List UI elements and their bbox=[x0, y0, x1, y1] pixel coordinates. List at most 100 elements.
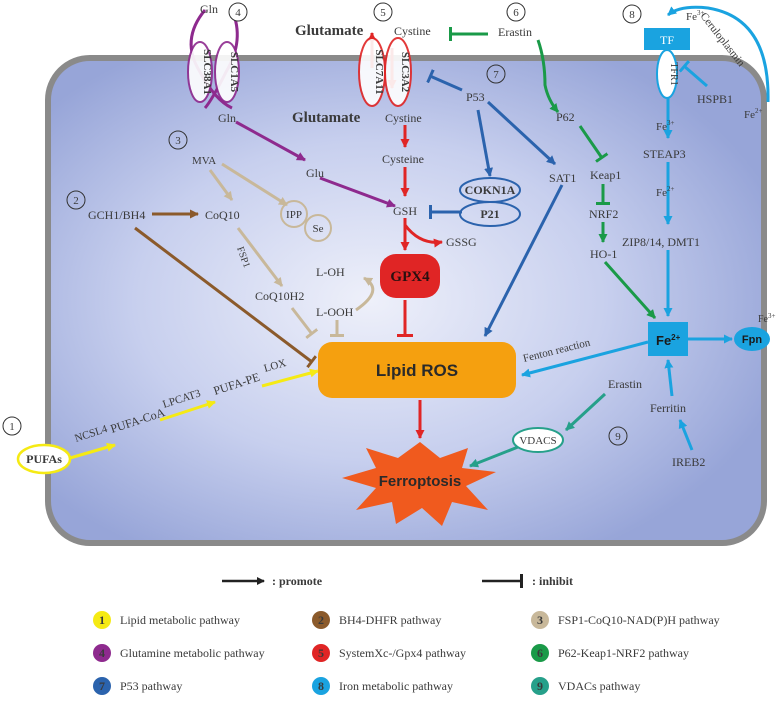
legend-label: SystemXc-/Gpx4 pathway bbox=[339, 646, 466, 660]
svg-text:6: 6 bbox=[513, 7, 519, 19]
legend-number: 2 bbox=[318, 613, 324, 627]
arrow-pufas-pufacoa bbox=[69, 442, 116, 460]
legend-swatch bbox=[312, 611, 330, 629]
erastin-bottom-label: Erastin bbox=[608, 377, 642, 391]
se-label: Se bbox=[313, 223, 324, 235]
p53-label: P53 bbox=[466, 90, 485, 104]
svg-text:5: 5 bbox=[380, 7, 386, 19]
cdkn1a-p21-box: COKN1A P21 bbox=[459, 177, 521, 227]
lipid-ros-label: Lipid ROS bbox=[376, 361, 458, 380]
arrow-ferritin-fe2box bbox=[664, 359, 674, 397]
ipp-se-group: IPP Se bbox=[280, 200, 332, 242]
fe2-right-label: Fe2+ bbox=[744, 107, 763, 121]
fpn-label: Fpn bbox=[742, 334, 762, 346]
legend-number: 1 bbox=[99, 613, 105, 627]
erastin-top-label: Erastin bbox=[498, 25, 532, 39]
lipid-ros-box bbox=[318, 342, 516, 398]
legend-swatch bbox=[531, 677, 549, 695]
tfr1-label: TFR1 bbox=[668, 62, 679, 85]
legend-item: 2 BH4-DHFR pathway bbox=[312, 611, 441, 629]
cystine-in-label: Cystine bbox=[385, 111, 422, 125]
slc1a5-label: SLC1A5 bbox=[228, 52, 240, 93]
loh-label: L-OH bbox=[316, 265, 345, 279]
svg-text:3: 3 bbox=[175, 135, 181, 147]
ipp-label: IPP bbox=[286, 209, 302, 221]
gln-in-label: Gln bbox=[218, 111, 236, 125]
keap1-label: Keap1 bbox=[590, 168, 621, 182]
ferritin-label: Ferritin bbox=[650, 401, 686, 415]
legend-item: 6 P62-Keap1-NRF2 pathway bbox=[531, 644, 689, 662]
fe2-box-label: Fe2+ bbox=[656, 333, 681, 348]
arrow-p53-cdkn1a bbox=[476, 109, 493, 177]
arrow-gsh-gssg bbox=[403, 224, 443, 248]
pathway-number-6: 6 bbox=[506, 2, 526, 22]
arrow-mva-coq10 bbox=[208, 169, 234, 201]
arrow-pufape-lipidros bbox=[261, 368, 319, 388]
inhibit-coq10h2-lipidros bbox=[290, 307, 319, 340]
p21-label: P21 bbox=[480, 207, 499, 221]
arrow-ceruloplasmin bbox=[667, 5, 770, 103]
legend-swatch bbox=[93, 677, 111, 695]
arrow-ireb2-ferritin bbox=[678, 419, 694, 451]
fe3-top-label: Fe3+ bbox=[686, 9, 705, 23]
nrf2-label: NRF2 bbox=[589, 207, 618, 221]
arrow-vdacs-ferroptosis bbox=[469, 445, 519, 468]
legend-swatch bbox=[531, 644, 549, 662]
vdacs-ellipse bbox=[512, 427, 564, 453]
glu-label: Glu bbox=[306, 166, 324, 180]
legend-inhibit-label: : inhibit bbox=[532, 574, 573, 588]
pathway-number-9: 9 bbox=[608, 426, 628, 446]
pathway-number-7: 7 bbox=[486, 64, 506, 84]
inhibit-p62-keap1 bbox=[578, 125, 609, 163]
pathway-number-4: 4 bbox=[228, 2, 248, 22]
fe2-box bbox=[648, 322, 688, 356]
legend-label: BH4-DHFR pathway bbox=[339, 613, 441, 627]
coq10-label: CoQ10 bbox=[205, 208, 240, 222]
tf-label: TF bbox=[660, 33, 674, 47]
ferroptosis-label: Ferroptosis bbox=[379, 473, 462, 490]
inhibit-p53-slc7a11 bbox=[426, 69, 463, 92]
legend-label: P62-Keap1-NRF2 pathway bbox=[558, 646, 689, 660]
slc3a2-label: SLC3A2 bbox=[399, 52, 411, 93]
gch1-label: GCH1/BH4 bbox=[88, 208, 145, 222]
legend-item: 4 Glutamine metabolic pathway bbox=[93, 644, 265, 662]
arrow-looh-loh bbox=[355, 276, 375, 312]
gssg-label: GSSG bbox=[446, 235, 477, 249]
legend-number: 6 bbox=[537, 646, 543, 660]
hspb1-label: HSPB1 bbox=[697, 92, 733, 106]
legend-label: Glutamine metabolic pathway bbox=[120, 646, 265, 660]
p62-label: P62 bbox=[556, 110, 575, 124]
slc38a1-label: SLC38A1 bbox=[201, 49, 213, 95]
svg-text:4: 4 bbox=[235, 7, 241, 19]
vdacs-label: VDACS bbox=[519, 435, 556, 447]
arrow-erastin-p62 bbox=[536, 39, 560, 113]
arrow-p53-sat1 bbox=[486, 100, 557, 166]
pathway-number-1: 1 bbox=[2, 416, 22, 436]
inhibit-hspb1-tfr1 bbox=[678, 60, 708, 88]
legend-number: 4 bbox=[99, 646, 105, 660]
svg-text:9: 9 bbox=[615, 431, 621, 443]
legend-number: 7 bbox=[99, 679, 105, 693]
pathway-number-8: 8 bbox=[622, 4, 642, 24]
zip-label: ZIP8/14, DMT1 bbox=[622, 235, 700, 249]
inhibit-gch1-lipidros bbox=[134, 226, 318, 369]
legend-label: FSP1-CoQ10-NAD(P)H pathway bbox=[558, 613, 720, 627]
fpn-ellipse bbox=[734, 327, 770, 351]
legend-item: 5 SystemXc-/Gpx4 pathway bbox=[312, 644, 466, 662]
cysteine-label: Cysteine bbox=[382, 152, 424, 166]
legend-swatch bbox=[93, 611, 111, 629]
transporter-tf-tfr1: TF TFR1 bbox=[644, 28, 690, 99]
ferroptosis-burst bbox=[342, 442, 496, 526]
legend-number: 5 bbox=[318, 646, 324, 660]
legend-label: VDACs pathway bbox=[558, 679, 640, 693]
legend-label: Lipid metabolic pathway bbox=[120, 613, 240, 627]
arrow-fe2box-lipidros bbox=[521, 340, 649, 378]
gsh-label: GSH bbox=[393, 204, 417, 218]
arrow-coq10-coq10h2 bbox=[236, 227, 284, 287]
slc7a11-label: SLC7A11 bbox=[373, 49, 385, 94]
legend-item: 1 Lipid metabolic pathway bbox=[93, 611, 240, 629]
mva-label: MVA bbox=[192, 155, 216, 167]
